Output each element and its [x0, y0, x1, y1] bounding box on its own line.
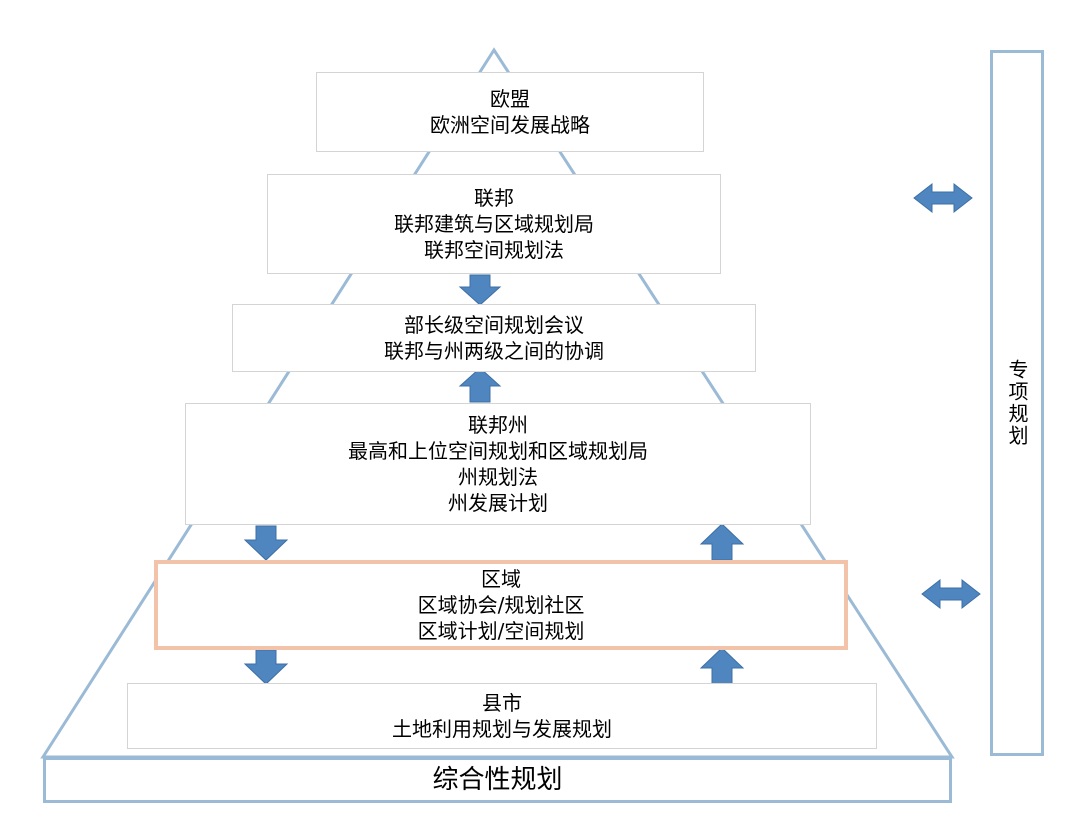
- level-region-detail-2: 区域计划/空间规划: [417, 619, 585, 643]
- level-state-detail-1: 最高和上位空间规划和区域规划局: [348, 439, 648, 463]
- level-federal-detail-1: 联邦建筑与区域规划局: [394, 212, 594, 236]
- level-federal-title: 联邦: [474, 186, 514, 210]
- comprehensive-planning-label: 综合性规划: [432, 765, 563, 795]
- level-region-title: 区域: [481, 567, 521, 591]
- arrow-down-1: [458, 274, 502, 306]
- level-eu-box: 欧盟 欧洲空间发展战略: [316, 72, 704, 152]
- level-federal-box: 联邦 联邦建筑与区域规划局 联邦空间规划法: [267, 174, 721, 274]
- level-state-title: 联邦州: [468, 413, 528, 437]
- level-state-box: 联邦州 最高和上位空间规划和区域规划局 州规划法 州发展计划: [185, 403, 811, 525]
- level-eu-title: 欧盟: [490, 87, 530, 111]
- arrow-down-2: [243, 525, 289, 561]
- level-county-box: 县市 土地利用规划与发展规划: [127, 683, 877, 749]
- level-eu-detail: 欧洲空间发展战略: [430, 113, 590, 137]
- level-conference-detail: 联邦与州两级之间的协调: [384, 339, 604, 363]
- level-county-detail: 土地利用规划与发展规划: [392, 717, 612, 741]
- arrow-up-1: [458, 367, 502, 403]
- sectoral-planning-bar: 专项规划: [990, 50, 1044, 756]
- arrow-up-3: [699, 647, 745, 685]
- level-region-detail-1: 区域协会/规划社区: [417, 593, 585, 617]
- double-arrow-top: [913, 182, 973, 214]
- arrow-down-3: [243, 649, 289, 685]
- double-arrow-bottom: [921, 578, 981, 610]
- level-federal-detail-2: 联邦空间规划法: [424, 238, 564, 262]
- comprehensive-planning-base: 综合性规划: [43, 757, 952, 803]
- level-state-detail-2: 州规划法: [458, 465, 538, 489]
- level-county-title: 县市: [482, 691, 522, 715]
- level-conference-box: 部长级空间规划会议 联邦与州两级之间的协调: [232, 304, 756, 372]
- level-state-detail-3: 州发展计划: [448, 491, 548, 515]
- level-conference-title: 部长级空间规划会议: [404, 313, 584, 337]
- sectoral-planning-label: 专项规划: [1005, 359, 1029, 447]
- level-region-box: 区域 区域协会/规划社区 区域计划/空间规划: [154, 560, 848, 650]
- arrow-up-2: [699, 523, 745, 561]
